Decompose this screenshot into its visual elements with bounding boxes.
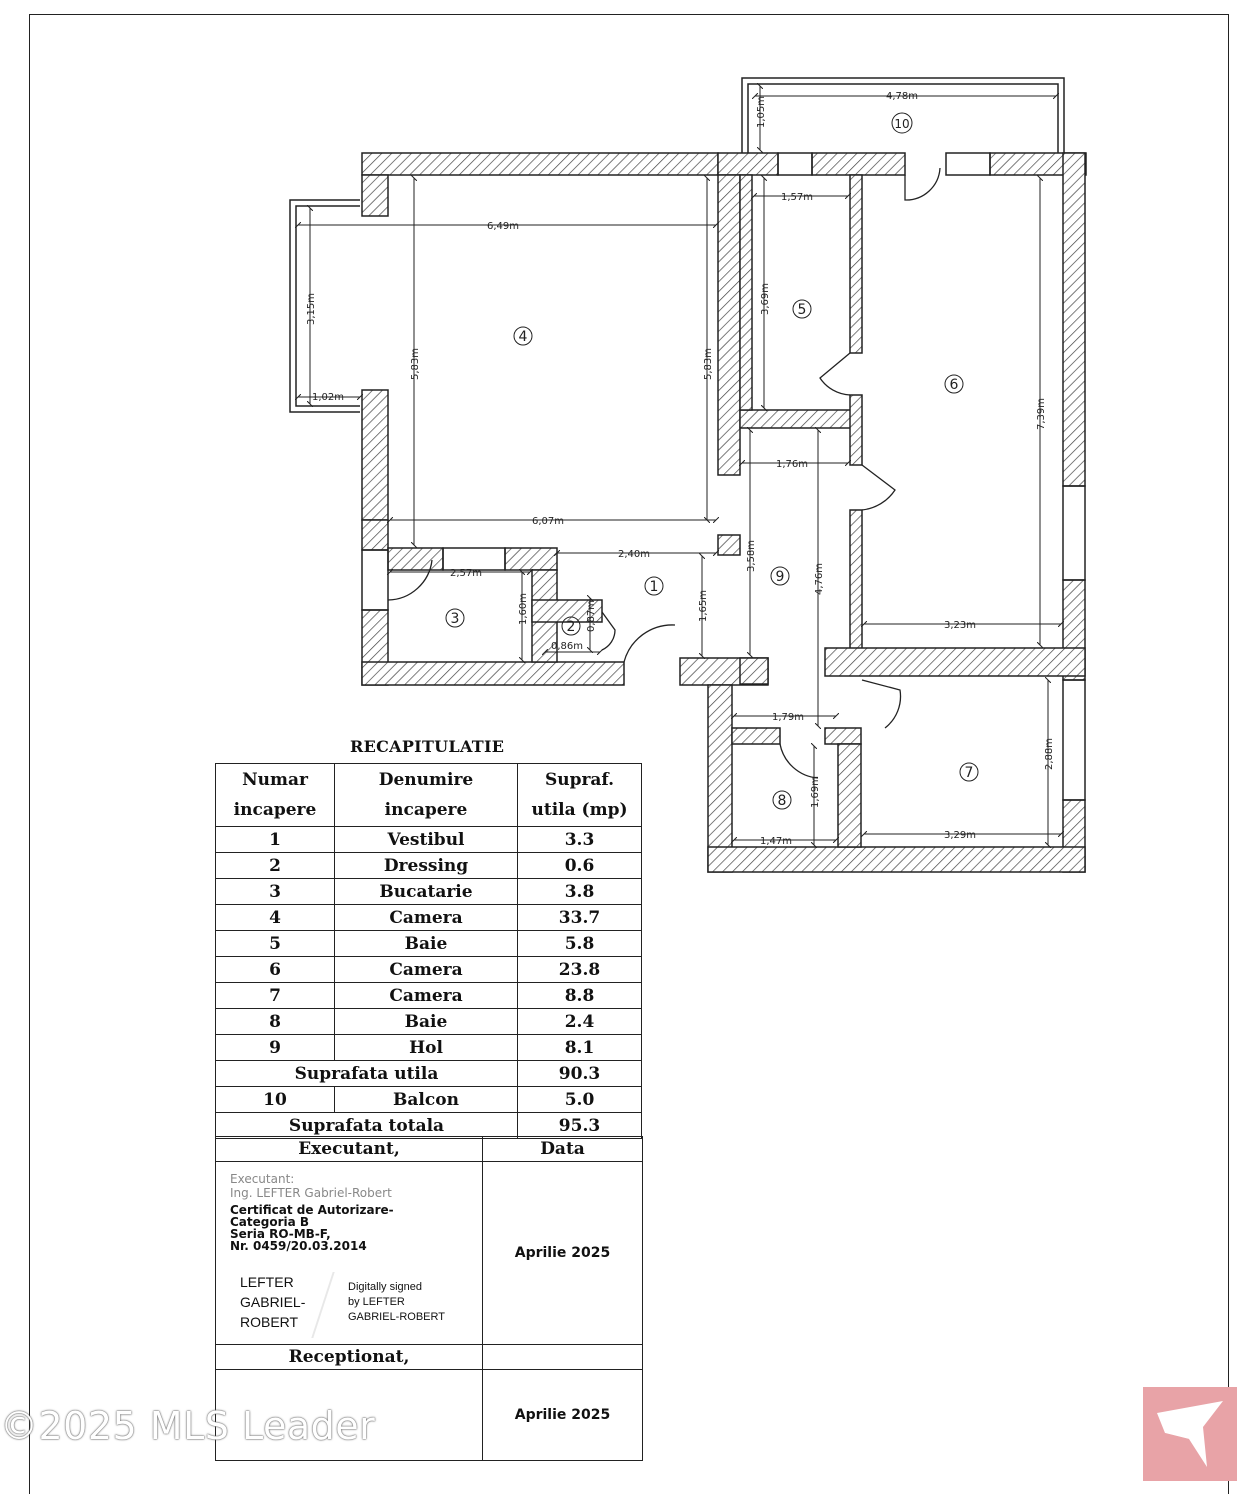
dim-label: 1,79m [772, 712, 804, 723]
room-numbers [445, 112, 979, 810]
windows-balcony [289, 77, 1086, 801]
room-number: 8 [778, 793, 787, 809]
room-number: 3 [451, 611, 460, 627]
signature-stroke [303, 1272, 335, 1338]
signer-name: LEFTER GABRIEL- ROBERT [240, 1274, 306, 1330]
floor-plan: 4,78m 1,05m 6,49m 3,15m 1,02m 5,83m 5,83… [289, 77, 1087, 873]
dim-label: 4,78m [886, 91, 918, 102]
dim-label: 2,88m [1044, 738, 1055, 770]
dim-label: 3,23m [944, 620, 976, 631]
dim-label: 2,57m [450, 568, 482, 579]
dim-label: 2,40m [618, 549, 650, 560]
room-number: 5 [798, 302, 807, 318]
receptionat-date: Aprilie 2025 [482, 1369, 643, 1461]
dim-label: 4,76m [814, 563, 825, 595]
dim-label: 5,83m [410, 348, 421, 380]
recap-title: RECAPITULATIE [350, 737, 505, 756]
room-number: 1 [650, 579, 659, 595]
receptionat-header: Receptionat, [215, 1344, 483, 1370]
receptionat-signature-cell [215, 1369, 483, 1461]
dim-label: 1,47m [760, 836, 792, 847]
signature-table: Executant, Data Executant: Ing. LEFTER G… [215, 1136, 643, 1461]
room-number: 6 [950, 377, 959, 393]
dim-label: 3,15m [306, 293, 317, 325]
walls [361, 152, 1087, 873]
dim-label: 6,49m [487, 221, 519, 232]
room-number-labels: 1 2 3 4 5 6 7 8 9 10 [451, 117, 974, 809]
executant-stamp: Executant: Ing. LEFTER Gabriel-Robert Ce… [215, 1161, 483, 1345]
certificate-info: Certificat de Autorizare- Categoria B Se… [230, 1203, 394, 1253]
dimension-labels: 4,78m 1,05m 6,49m 3,15m 1,02m 5,83m 5,83… [306, 91, 1055, 847]
signature-stamp-row: Executant: Ing. LEFTER Gabriel-Robert Ce… [215, 1161, 643, 1345]
watermark-text: ©2025 MLS Leader [0, 1404, 376, 1448]
dim-label: 0,87m [586, 600, 597, 632]
brand-logo-icon [1143, 1387, 1237, 1481]
header-suprafata: Supraf.utila (mp) [517, 763, 642, 827]
dim-label: 3,69m [760, 283, 771, 315]
dim-label: 1,02m [312, 392, 344, 403]
dim-label: 3,29m [944, 830, 976, 841]
dim-label: 3,58m [746, 540, 757, 572]
dim-label: 5,83m [703, 348, 714, 380]
dim-label: 1,60m [518, 593, 529, 625]
dim-label: 1,05m [756, 96, 767, 128]
dimension-lines [298, 86, 1061, 845]
signature-header-row: Executant, Data [215, 1136, 643, 1162]
receptionat-row: Aprilie 2025 [215, 1369, 643, 1461]
dim-label: 0,86m [551, 641, 583, 652]
room-number: 9 [776, 569, 785, 585]
dim-label: 1,69m [810, 776, 821, 808]
dim-label: 1,65m [698, 590, 709, 622]
receptionat-header-row: Receptionat, [215, 1344, 643, 1370]
drawing-sheet [29, 14, 1229, 1494]
executant-date: Aprilie 2025 [482, 1161, 643, 1345]
digital-signature-note: Digitally signed by LEFTER GABRIEL-ROBER… [348, 1281, 445, 1323]
executant-header: Executant, [215, 1136, 483, 1162]
room-number: 7 [965, 765, 974, 781]
room-number: 10 [894, 117, 909, 131]
room-number: 4 [519, 329, 528, 345]
dim-label: 1,76m [776, 459, 808, 470]
dim-label: 1,57m [781, 192, 813, 203]
room-number: 2 [567, 619, 576, 635]
executant-name: Executant: Ing. LEFTER Gabriel-Robert [230, 1172, 392, 1200]
data-header: Data [482, 1136, 643, 1162]
dim-label: 6,07m [532, 516, 564, 527]
receptionat-empty [482, 1344, 643, 1370]
dim-label: 7,39m [1036, 398, 1047, 430]
